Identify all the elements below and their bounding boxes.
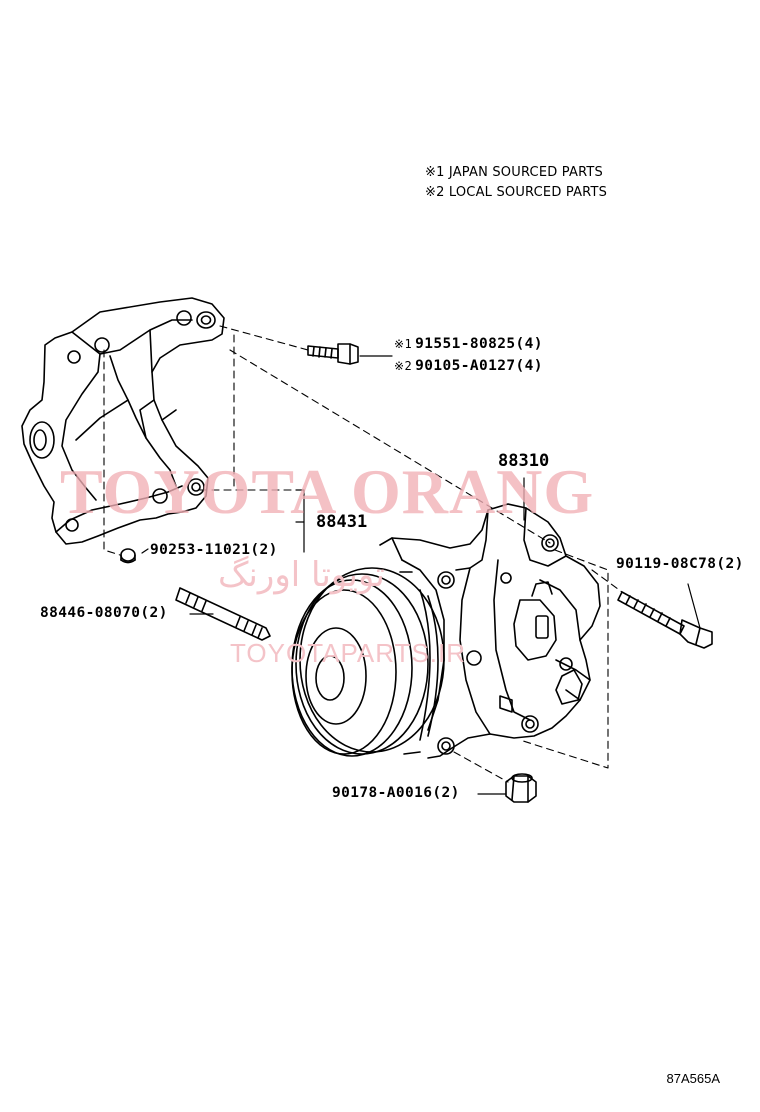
leader-lines bbox=[141, 355, 701, 795]
japan-mark: ※1 bbox=[394, 337, 413, 351]
part-label-nut-small[interactable]: 90253-11021(2) bbox=[150, 542, 278, 558]
nut-icon bbox=[120, 548, 136, 564]
watermark-main: TOYOTA ORANG bbox=[60, 456, 595, 527]
nut-icon-bottom bbox=[505, 773, 537, 803]
part-number: 91551-80825(4) bbox=[415, 336, 543, 352]
local-mark: ※2 bbox=[394, 359, 413, 373]
legend-local-sourced: ※2 LOCAL SOURCED PARTS bbox=[425, 185, 608, 200]
bolt-icon bbox=[307, 343, 359, 365]
part-label-nut-bottom[interactable]: 90178-A0016(2) bbox=[332, 785, 460, 801]
part-label-bolt-right[interactable]: 90119-08C78(2) bbox=[616, 556, 744, 572]
legend-japan-sourced: ※1 JAPAN SOURCED PARTS bbox=[425, 165, 603, 180]
part-number: 90105-A0127(4) bbox=[415, 358, 543, 374]
part-label-stud[interactable]: 88446-08070(2) bbox=[40, 605, 168, 621]
pulley-drawing bbox=[291, 567, 445, 757]
bracket-drawing bbox=[21, 297, 225, 545]
watermark-sub: TOYOTAPARTS.IR bbox=[230, 638, 467, 668]
part-label-compressor[interactable]: 88310 bbox=[498, 451, 550, 471]
bolt-icon-right bbox=[617, 591, 713, 649]
stud-icon bbox=[175, 587, 271, 641]
figure-code: 87A565A bbox=[666, 1071, 721, 1086]
assembly-lines bbox=[103, 325, 623, 783]
part-label-bracket[interactable]: 88431 bbox=[316, 512, 368, 532]
compressor-drawing bbox=[379, 503, 601, 759]
watermark-farsi: تویوتا اورنگ bbox=[218, 555, 385, 595]
